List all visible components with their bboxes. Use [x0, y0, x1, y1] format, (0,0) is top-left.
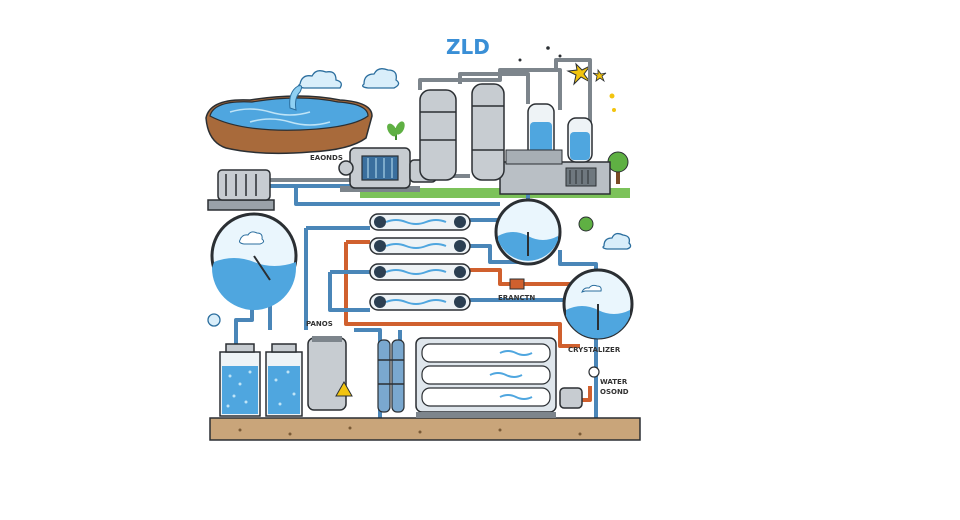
filter-tank	[265, 343, 303, 417]
reservoir	[205, 85, 373, 155]
gauge-icon	[562, 268, 634, 340]
tree-icon	[578, 216, 594, 232]
membrane-module	[369, 293, 471, 311]
tree-icon	[607, 151, 629, 184]
cloud-icon	[207, 313, 221, 327]
pressure-vessel	[307, 336, 347, 411]
warning-icon	[335, 380, 353, 397]
membrane-module	[369, 263, 471, 281]
valve-icon	[509, 278, 525, 290]
ground-base	[209, 417, 641, 441]
label-water-2: OSOND	[600, 388, 629, 396]
grass-strip	[360, 188, 630, 198]
industrial-plant	[419, 83, 611, 195]
cartridge-filter	[377, 339, 405, 413]
label-water-1: WATER	[600, 378, 628, 386]
intake-pump-skid	[207, 169, 275, 211]
membrane-module	[369, 237, 471, 255]
label-panos: PANOS	[306, 320, 333, 328]
label-erancitn: ERANCTN	[498, 294, 535, 302]
label-crystalizer: CRYSTALIZER	[568, 346, 621, 354]
cloud-icon	[602, 232, 632, 250]
label-eanos: EAONDS	[310, 154, 343, 162]
membrane-module	[369, 213, 471, 231]
filter-tank	[219, 343, 261, 417]
crystallizer	[415, 337, 557, 418]
gauge-icon	[494, 198, 562, 266]
gauge-icon	[210, 212, 298, 310]
cloud-icon	[298, 70, 342, 89]
star-icon	[518, 46, 616, 112]
diagram-title: ZLD	[446, 35, 490, 59]
cloud-icon	[362, 68, 400, 89]
outlet-pump	[559, 366, 600, 409]
plant-icon	[387, 121, 405, 140]
